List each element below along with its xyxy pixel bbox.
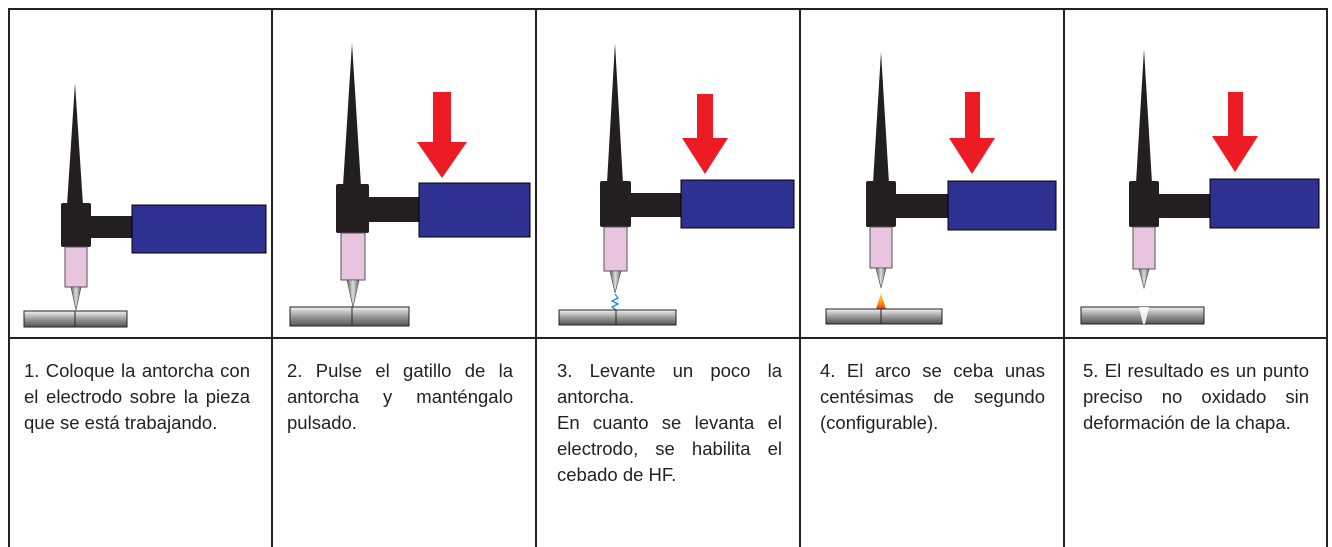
divider-2 (535, 8, 537, 547)
torch-body (866, 181, 896, 227)
caption-step-3: 3. Levante un poco la antorcha. En cuant… (557, 358, 782, 488)
torch-illustration-2 (289, 43, 531, 327)
caption-line: 3. Levante un poco la antorcha. (557, 360, 782, 407)
caption-step-2: 2. Pulse el gatillo de la antorcha y man… (287, 358, 513, 436)
divider-1 (271, 8, 273, 547)
electrode (875, 267, 887, 289)
torch-cap (343, 43, 361, 186)
divider-3 (799, 8, 801, 547)
torch-cap (607, 43, 623, 183)
panel-step-5 (1065, 10, 1326, 335)
nozzle (869, 226, 893, 269)
panel-step-1 (10, 10, 271, 335)
border-left (8, 8, 10, 547)
torch-neck (631, 193, 681, 217)
red-arrow (1212, 92, 1258, 172)
torch-illustration-4 (825, 52, 1057, 325)
middle-border (8, 337, 1328, 339)
top-border (8, 8, 1328, 10)
caption-line: 4. El arco se ceba unas centésimas de se… (820, 360, 1045, 433)
border-right (1326, 8, 1328, 547)
torch-neck (91, 216, 133, 238)
torch-illustration-5 (1080, 49, 1320, 325)
torch-cap (67, 83, 83, 205)
handle (680, 179, 795, 229)
caption-line: 1. Coloque la antorcha con el electrodo … (24, 360, 250, 433)
torch-body (336, 184, 369, 233)
torch-neck (1159, 194, 1211, 218)
electrode (346, 279, 360, 308)
nozzle (1132, 226, 1156, 270)
caption-line: 5. El resultado es un punto preciso no o… (1083, 360, 1309, 433)
nozzle (64, 246, 88, 288)
handle (947, 180, 1057, 231)
torch-neck (369, 197, 421, 222)
caption-line: 2. Pulse el gatillo de la antorcha y man… (287, 360, 513, 433)
handle (131, 204, 267, 254)
torch-body (61, 203, 91, 247)
handle (1209, 178, 1320, 229)
nozzle (603, 226, 628, 272)
workpiece (558, 309, 677, 326)
caption-line: En cuanto se levanta el electrodo, se ha… (557, 412, 782, 485)
caption-step-1: 1. Coloque la antorcha con el electrodo … (24, 358, 250, 436)
torch-neck (896, 194, 949, 218)
workpiece (289, 306, 410, 327)
panel-step-4 (801, 10, 1063, 335)
panel-step-3 (537, 10, 799, 335)
red-arrow (949, 92, 995, 174)
divider-4 (1063, 8, 1065, 547)
caption-step-5: 5. El resultado es un punto preciso no o… (1083, 358, 1309, 436)
torch-cap (1136, 49, 1152, 183)
weld-spot (1139, 307, 1149, 324)
red-arrow (417, 92, 467, 178)
red-arrow (682, 94, 728, 174)
torch-illustration-3 (558, 43, 795, 326)
electrode (609, 270, 622, 294)
handle (418, 182, 531, 238)
torch-cap (873, 52, 889, 183)
workpiece (825, 308, 943, 325)
arc-flame (876, 293, 886, 309)
electrode (1138, 268, 1150, 290)
electrode (70, 286, 82, 311)
panel-step-2 (273, 10, 535, 335)
caption-step-4: 4. El arco se ceba unas centésimas de se… (820, 358, 1045, 436)
torch-body (600, 181, 631, 227)
torch-illustration-1 (23, 83, 267, 328)
hf-spark (610, 293, 620, 311)
nozzle (340, 232, 366, 281)
torch-body (1129, 181, 1159, 227)
